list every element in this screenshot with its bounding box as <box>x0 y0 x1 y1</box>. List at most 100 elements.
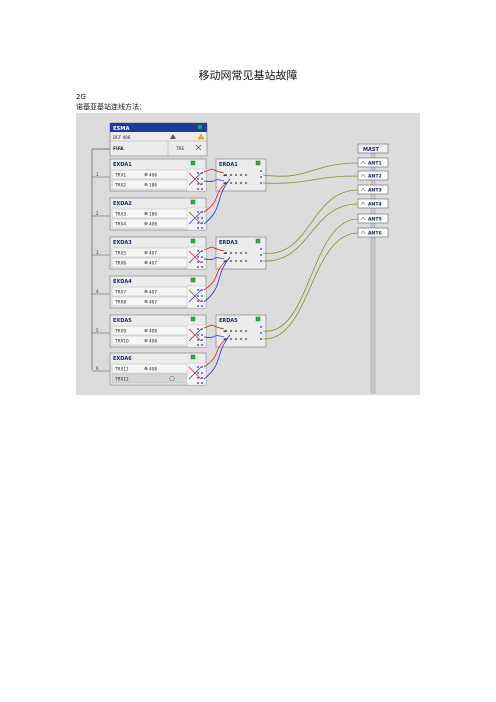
esma-fifa-label: FIFA <box>113 146 124 152</box>
feeder-cable-line <box>262 203 359 262</box>
feeder-cable-line <box>262 162 359 177</box>
trx-value: 407 <box>149 261 157 266</box>
erda-title: ERDA3 <box>219 240 238 246</box>
port-dot-icon <box>235 260 237 262</box>
warning-icon <box>197 133 205 140</box>
trx-name: TRX5 <box>114 251 126 256</box>
port-dot-icon <box>260 254 262 256</box>
red-cable-line <box>203 168 225 174</box>
port-dot-icon <box>260 182 262 184</box>
trx-status-icon <box>144 289 148 294</box>
antenna-3 <box>357 184 389 195</box>
trx-value: 408 <box>149 329 157 334</box>
trx-name: TRX10 <box>114 339 129 344</box>
port-dot-icon <box>235 174 237 176</box>
status-led-icon <box>190 238 196 244</box>
cables-layer <box>188 162 359 380</box>
trx-status-icon <box>144 221 148 226</box>
port-dot-icon <box>230 252 232 254</box>
port-dot-icon <box>201 300 203 302</box>
trx-name: TRX6 <box>114 261 126 266</box>
bus-port-number: 2 <box>96 211 99 216</box>
port-dot-icon <box>235 338 237 340</box>
red-cable-line <box>203 246 225 252</box>
port-dot-icon <box>240 260 242 262</box>
port-dot-icon <box>230 330 232 332</box>
bus-port-number: 4 <box>96 289 99 294</box>
port-dot-icon <box>197 334 199 336</box>
port-dot-icon <box>201 256 203 258</box>
trx-name: TRX1 <box>114 173 126 178</box>
port-dot-icon <box>240 182 242 184</box>
red-cable-line <box>203 260 227 291</box>
status-led-icon <box>255 238 261 244</box>
port-dot-icon <box>201 366 203 368</box>
trx-name: TRX9 <box>114 329 126 334</box>
blue-cable-line <box>203 179 225 182</box>
red-cable-line <box>203 338 227 368</box>
exda-title: EXDA1 <box>113 162 132 168</box>
status-led-icon <box>197 124 203 130</box>
antenna-icon <box>360 216 366 221</box>
port-dot-icon <box>201 211 203 213</box>
port-dot-icon <box>197 217 199 219</box>
port-dot-icon <box>197 344 199 346</box>
port-dot-icon <box>197 328 199 330</box>
port-dot-icon <box>197 382 199 384</box>
port-dot-icon <box>260 260 262 262</box>
port-dot-icon <box>240 252 242 254</box>
bus-port-number: 3 <box>96 250 99 255</box>
blue-cable-line <box>203 178 231 225</box>
close-icon <box>195 144 202 151</box>
trx-value: 407 <box>149 300 157 305</box>
feeder-cable-line <box>262 232 359 340</box>
blue-cable-line <box>188 366 202 380</box>
tool-icon <box>170 134 176 139</box>
port-dot-icon <box>245 330 247 332</box>
status-led-icon <box>190 199 196 205</box>
port-dot-icon <box>197 211 199 213</box>
esma-tre-label: TRE <box>175 146 184 151</box>
trx-status-icon <box>144 299 148 304</box>
trx-name: TRX7 <box>114 290 126 295</box>
port-dot-icon <box>201 261 203 263</box>
port-dot-icon <box>230 182 232 184</box>
antenna-label: ANT6 <box>368 231 382 237</box>
port-dot-icon <box>201 334 203 336</box>
port-dot-icon <box>197 172 199 174</box>
erda-unit-1: ERDA1 <box>215 158 267 192</box>
antenna-label: ANT3 <box>368 188 382 194</box>
trx-status-icon <box>144 211 148 216</box>
red-cable-line <box>203 324 225 330</box>
bus-port-number: 6 <box>96 366 99 371</box>
bus-port-number: 5 <box>96 328 99 333</box>
feeder-cable-line <box>262 218 359 332</box>
antenna-6 <box>357 227 389 238</box>
port-dot-icon <box>245 182 247 184</box>
port-dot-icon <box>201 295 203 297</box>
port-dot-icon <box>240 330 242 332</box>
port-panel <box>186 207 207 231</box>
antenna-label: ANT5 <box>368 217 382 223</box>
status-led-icon <box>255 160 261 166</box>
trx-name: TRX3 <box>114 212 126 217</box>
section-heading: 2G <box>76 93 86 101</box>
antenna-icon <box>360 230 366 235</box>
esma-title: ESMA <box>113 126 129 132</box>
trx-status-icon <box>144 260 148 265</box>
port-dot-icon <box>197 183 199 185</box>
antenna-label: ANT1 <box>368 161 382 167</box>
port-panel <box>186 246 207 270</box>
port-dot-icon <box>230 174 232 176</box>
blue-cable-line <box>188 328 202 342</box>
port-dot-icon <box>201 289 203 291</box>
port-dot-icon <box>260 248 262 250</box>
erda-unit-3: ERDA5 <box>215 314 267 348</box>
status-led-icon <box>255 316 261 322</box>
mast-header <box>357 143 389 154</box>
trx-status-icon <box>144 338 148 343</box>
